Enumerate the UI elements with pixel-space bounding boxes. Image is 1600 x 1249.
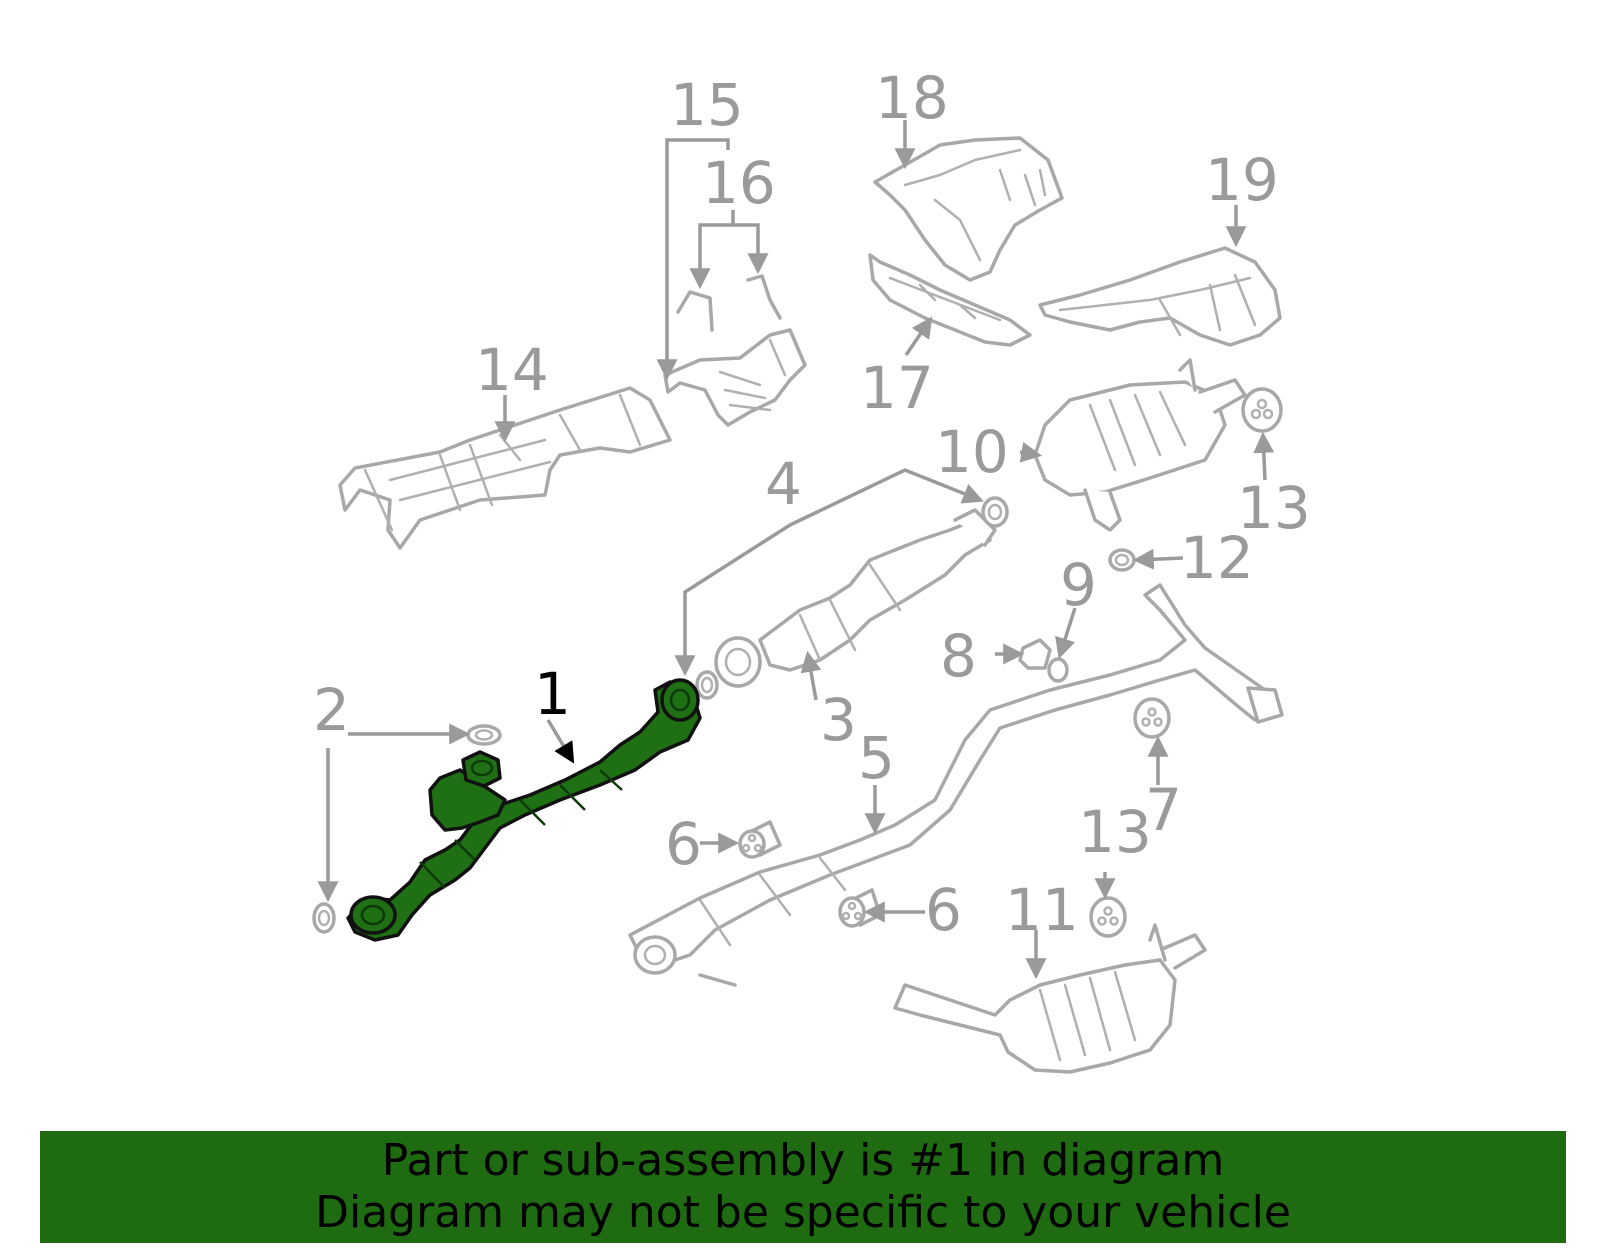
hanger-16b[interactable]	[746, 274, 782, 320]
mount-6b[interactable]	[838, 888, 882, 928]
heat-shield-17[interactable]	[868, 253, 1032, 347]
callout-10: 10	[935, 418, 1009, 486]
callout-7: 7	[1145, 776, 1182, 844]
sensor-8[interactable]	[1018, 638, 1052, 670]
gasket-2b[interactable]	[312, 902, 336, 934]
mount-7[interactable]	[1133, 697, 1171, 739]
info-banner: Part or sub-assembly is #1 in diagram Di…	[40, 1131, 1566, 1243]
callout-6b: 6	[925, 876, 962, 944]
callout-17: 17	[860, 354, 934, 422]
callout-12: 12	[1180, 524, 1254, 592]
callout-3: 3	[820, 686, 857, 754]
callout-16: 16	[702, 149, 776, 217]
banner-line-2: Diagram may not be specific to your vehi…	[315, 1187, 1291, 1238]
gasket-12[interactable]	[1108, 548, 1136, 572]
heat-shield-18[interactable]	[873, 136, 1064, 282]
muffler-11[interactable]	[893, 923, 1207, 1074]
callout-19: 19	[1205, 146, 1279, 214]
callout-6a: 6	[665, 810, 702, 878]
callout-14: 14	[475, 336, 549, 404]
callout-2: 2	[313, 676, 350, 744]
gasket-4a[interactable]	[981, 496, 1009, 528]
callout-numbers: 1 2 3 4 5 6 6 7 8 9 10 11 12 13 13 14 15…	[313, 64, 1311, 944]
gasket-2a[interactable]	[466, 724, 502, 746]
banner-line-1: Part or sub-assembly is #1 in diagram	[381, 1135, 1225, 1186]
callout-4: 4	[765, 450, 802, 518]
mount-13-lower[interactable]	[1089, 896, 1127, 938]
leader-lines	[317, 120, 1275, 980]
callout-13b: 13	[1078, 798, 1152, 866]
callout-8: 8	[940, 622, 977, 690]
heat-shield-15[interactable]	[663, 328, 807, 427]
hanger-16a[interactable]	[676, 290, 714, 332]
mount-13-upper[interactable]	[1241, 387, 1283, 433]
gasket-4b[interactable]	[695, 670, 719, 700]
callout-5: 5	[858, 724, 895, 792]
callout-1: 1	[534, 660, 571, 728]
callout-11: 11	[1005, 876, 1079, 944]
front-pipe-1-highlighted[interactable]	[346, 678, 702, 942]
callout-13a: 13	[1237, 474, 1311, 542]
callout-18: 18	[875, 64, 949, 132]
callout-15: 15	[670, 71, 744, 139]
muffler-10[interactable]	[1033, 358, 1247, 532]
heat-shield-19[interactable]	[1038, 246, 1282, 347]
center-pipe-5[interactable]	[628, 583, 1284, 987]
callout-9: 9	[1060, 551, 1097, 619]
gasket-9[interactable]	[1047, 657, 1069, 683]
mount-6a[interactable]	[738, 820, 782, 859]
